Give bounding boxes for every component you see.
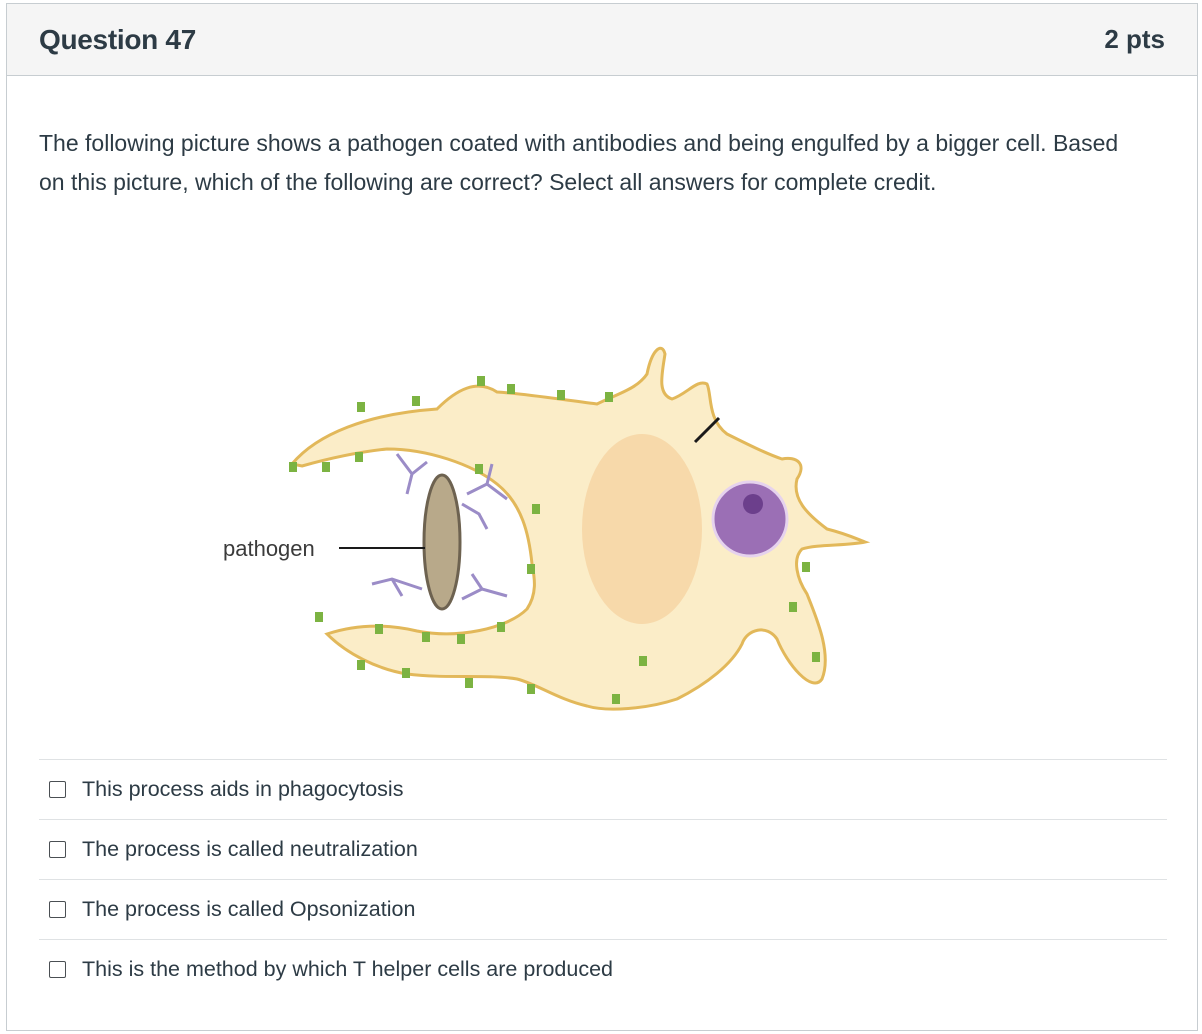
question-card: Question 47 2 pts The following picture … [6, 3, 1198, 1031]
antibodies [371, 453, 508, 601]
answer-checkbox[interactable] [49, 781, 66, 798]
answer-option-1[interactable]: This process aids in phagocytosis [39, 759, 1167, 819]
answer-option-4[interactable]: This is the method by which T helper cel… [39, 939, 1167, 999]
pathogen-label: pathogen [223, 536, 315, 561]
answer-label: This is the method by which T helper cel… [82, 957, 614, 981]
answer-checkbox[interactable] [49, 901, 66, 918]
answer-checkbox[interactable] [49, 841, 66, 858]
answer-list: This process aids in phagocytosis The pr… [39, 759, 1167, 999]
membrane-receptors [289, 376, 820, 704]
answer-label: The process is called Opsonization [82, 897, 416, 921]
nucleus-pointer-line [693, 416, 721, 444]
answer-checkbox[interactable] [49, 961, 66, 978]
answer-label: This process aids in phagocytosis [82, 777, 404, 801]
pathogen [422, 473, 462, 611]
phagocytosis-figure: pathogen [207, 334, 887, 724]
answer-option-3[interactable]: The process is called Opsonization [39, 879, 1167, 939]
answer-label: The process is called neutralization [82, 837, 418, 861]
nucleolus [743, 494, 763, 514]
macrophage-cell [289, 346, 871, 711]
opsonization-illustration: pathogen [223, 346, 871, 711]
question-points: 2 pts [1104, 24, 1165, 54]
question-text: The following picture shows a pathogen c… [39, 130, 1119, 195]
question-header: Question 47 2 pts [7, 4, 1197, 76]
question-title: Question 47 [39, 23, 196, 55]
cytoplasm-region [582, 434, 702, 624]
nucleus [711, 480, 789, 558]
answer-option-2[interactable]: The process is called neutralization [39, 819, 1167, 879]
